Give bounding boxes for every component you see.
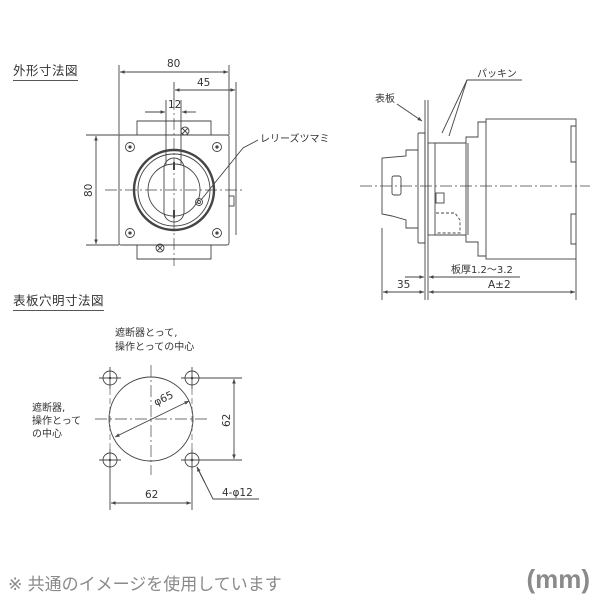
front-view	[86, 65, 259, 266]
dim-offset-45: 45	[197, 77, 211, 89]
dim-height-80: 80	[83, 183, 95, 197]
dim-mount-holes: 4-φ12	[222, 487, 253, 499]
top-center-label-1: 遮断器とって,	[115, 328, 178, 339]
packing-label: パッキン	[477, 69, 517, 80]
release-knob-label: レリーズツマミ	[260, 134, 330, 145]
cutout-view	[95, 365, 259, 510]
left-center-label-3: の中心	[32, 429, 62, 440]
dim-vertical-62: 62	[221, 413, 233, 427]
panel-thickness-label: 板厚1.2～3.2	[451, 265, 513, 276]
footer-note: ※ 共通のイメージを使用しています	[8, 575, 282, 595]
dim-width-80: 80	[167, 58, 181, 70]
cutout-section-title: 表板穴明寸法図	[13, 290, 105, 311]
outline-section-title: 外形寸法図	[13, 60, 79, 81]
dim-rear-depth-a: A±2	[488, 279, 511, 291]
dim-handle-12: 12	[168, 99, 182, 111]
unit-label: (mm)	[526, 564, 590, 594]
dim-front-depth-35: 35	[397, 279, 411, 291]
front-panel-label: 表板	[375, 94, 395, 105]
dim-horizontal-62: 62	[145, 489, 159, 501]
side-view	[360, 79, 590, 300]
left-center-label-2: 操作とって	[32, 416, 82, 427]
top-center-label-2: 操作とっての中心	[115, 342, 195, 353]
left-center-label-1: 遮断器,	[32, 403, 66, 414]
